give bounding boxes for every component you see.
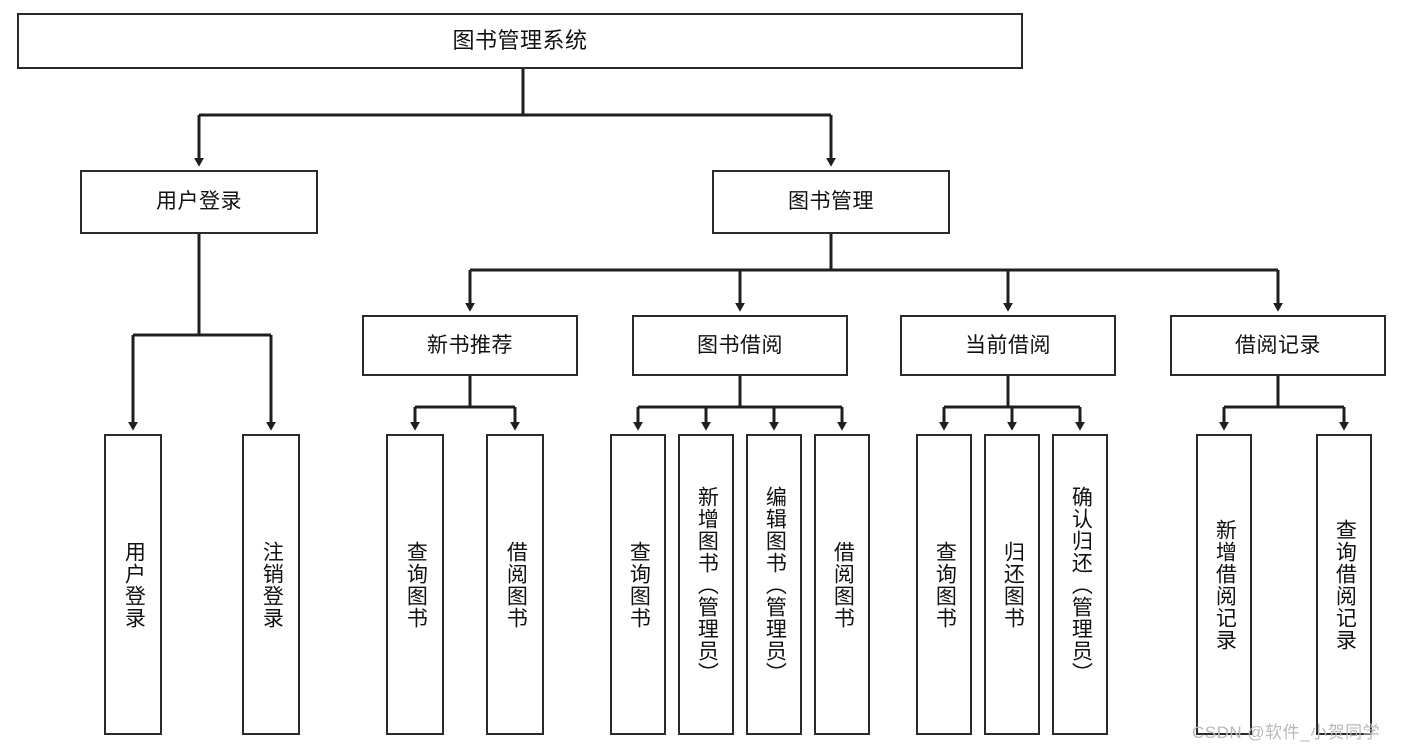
node-confirm-return-admin[interactable]: 确认归还（管理员） bbox=[1052, 434, 1108, 735]
node-edit-book-admin[interactable]: 编辑图书（管理员） bbox=[746, 434, 802, 735]
node-borrow-book-1[interactable]: 借阅图书 bbox=[486, 434, 544, 735]
node-user-login[interactable]: 用户登录 bbox=[80, 170, 318, 234]
node-return-book[interactable]: 归还图书 bbox=[984, 434, 1040, 735]
node-borrow-book-2[interactable]: 借阅图书 bbox=[814, 434, 870, 735]
node-query-book-3[interactable]: 查询图书 bbox=[916, 434, 972, 735]
csdn-watermark: CSDN @软件_小贺同学 bbox=[1192, 723, 1381, 742]
node-add-borrow-record[interactable]: 新增借阅记录 bbox=[1196, 434, 1252, 735]
node-add-book-admin[interactable]: 新增图书（管理员） bbox=[678, 434, 734, 735]
node-query-book-1[interactable]: 查询图书 bbox=[386, 434, 444, 735]
node-book-management[interactable]: 图书管理 bbox=[712, 170, 950, 234]
node-new-book-recommend[interactable]: 新书推荐 bbox=[362, 315, 578, 376]
node-book-borrow[interactable]: 图书借阅 bbox=[632, 315, 848, 376]
node-query-borrow-record[interactable]: 查询借阅记录 bbox=[1316, 434, 1372, 735]
node-user-login-do[interactable]: 用户登录 bbox=[104, 434, 162, 735]
node-root-system[interactable]: 图书管理系统 bbox=[17, 13, 1023, 69]
node-query-book-2[interactable]: 查询图书 bbox=[610, 434, 666, 735]
node-user-logout[interactable]: 注销登录 bbox=[242, 434, 300, 735]
node-borrow-record[interactable]: 借阅记录 bbox=[1170, 315, 1386, 376]
node-current-borrow[interactable]: 当前借阅 bbox=[900, 315, 1116, 376]
